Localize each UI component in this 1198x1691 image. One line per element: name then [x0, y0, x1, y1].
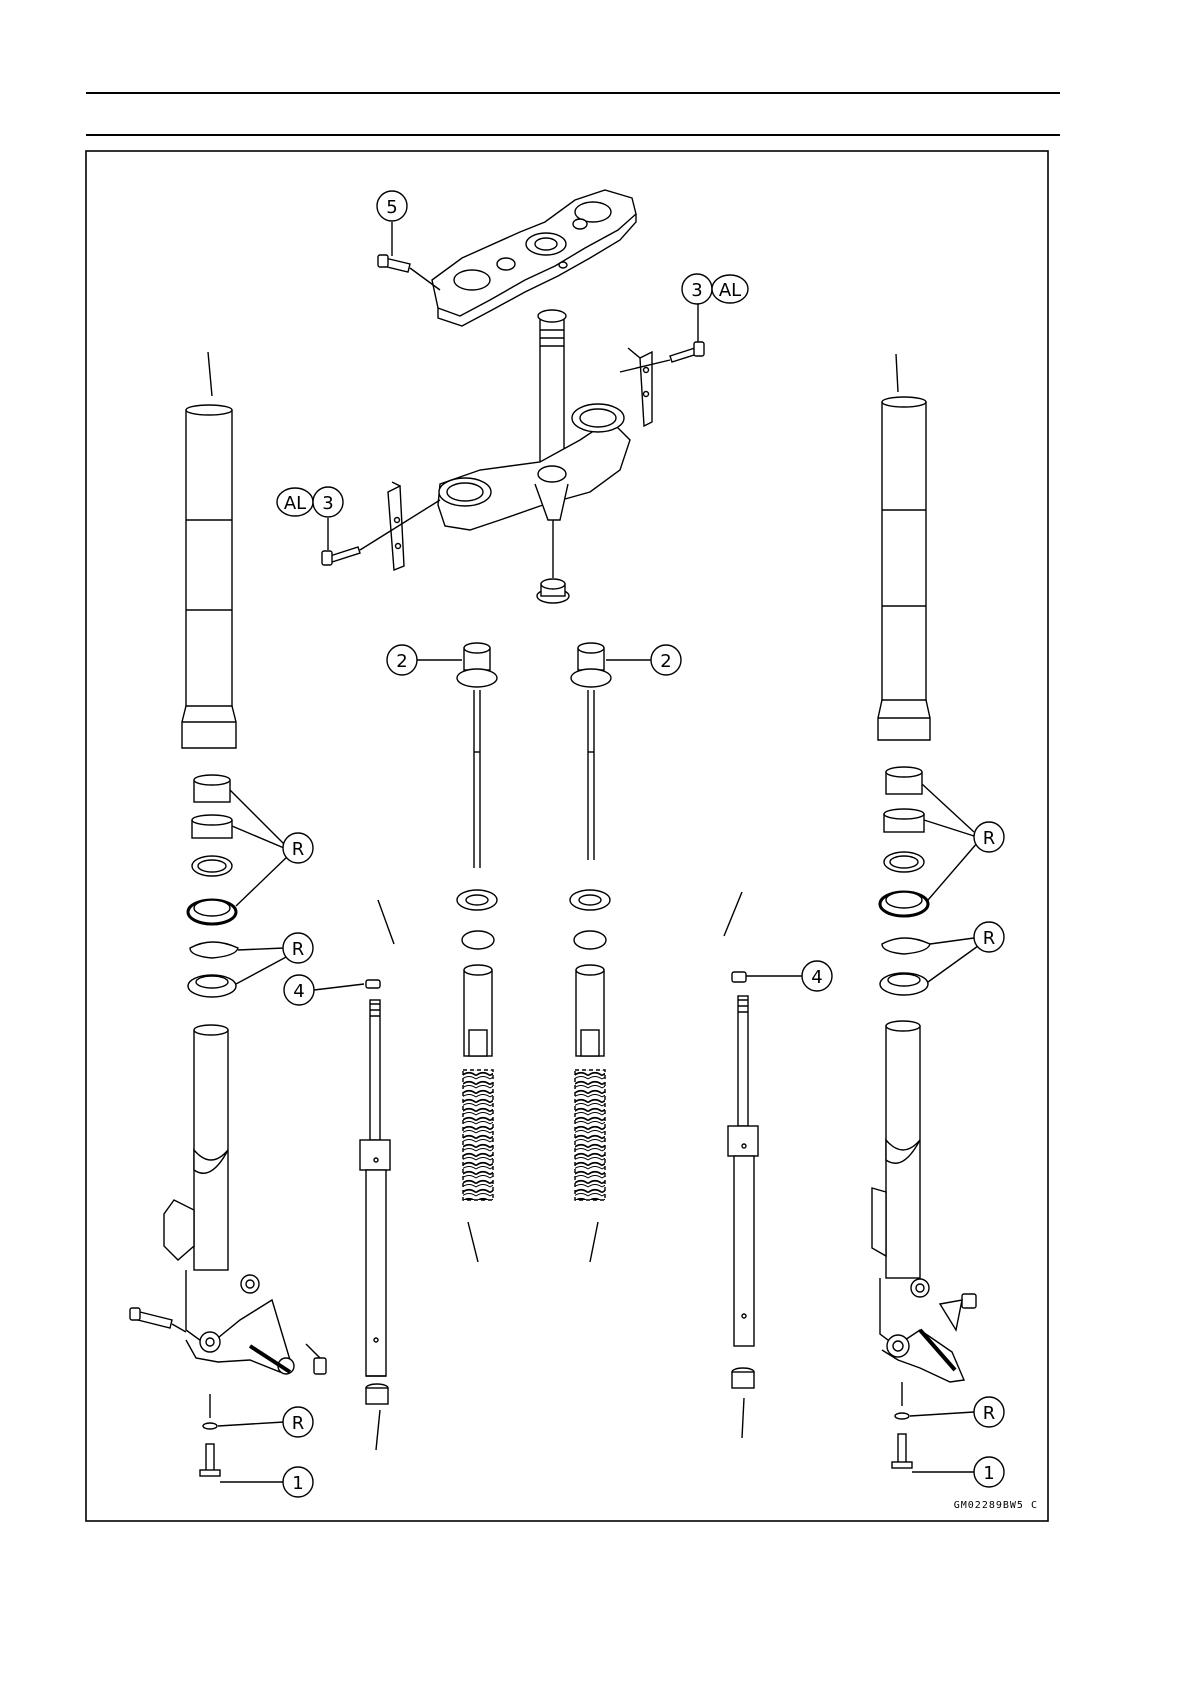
- bolt-5: [378, 255, 440, 290]
- gasket-and-bolt-1-left: [200, 1394, 220, 1476]
- svg-text:1: 1: [292, 1473, 303, 1494]
- svg-text:R: R: [292, 839, 305, 860]
- svg-text:AL: AL: [284, 493, 306, 514]
- svg-text:R: R: [292, 1413, 305, 1434]
- svg-text:R: R: [983, 928, 996, 949]
- callout-1-left: 1: [220, 1467, 313, 1497]
- upper-triple-clamp: [432, 190, 636, 326]
- callout-5: 5: [377, 191, 407, 256]
- cartridge-left: [360, 900, 394, 1450]
- figure-code: GM02289BW5 C: [954, 1500, 1038, 1511]
- callout-2-right: 2: [606, 645, 681, 675]
- svg-text:3: 3: [691, 280, 702, 301]
- callout-R-right-upper: R: [922, 784, 1004, 900]
- svg-text:1: 1: [983, 1463, 994, 1484]
- axle-clamp-screw-right: [940, 1294, 976, 1330]
- tube-leader-right: [896, 354, 898, 392]
- callout-3-left: AL 3: [277, 487, 343, 550]
- callout-R-left-lower: R: [218, 1407, 313, 1437]
- clip-and-dust-seal-right: [880, 938, 930, 995]
- callout-R-right-mid: R: [928, 922, 1004, 982]
- axle-bolt-left: [130, 1308, 186, 1332]
- callout-R-left-upper: R: [230, 790, 313, 906]
- stem-nut: [537, 520, 569, 603]
- callout-R-right-lower: R: [910, 1397, 1004, 1427]
- svg-text:R: R: [983, 1403, 996, 1424]
- bushings-left: [188, 775, 236, 924]
- callout-4-left: 4: [284, 975, 364, 1005]
- svg-text:R: R: [983, 828, 996, 849]
- svg-text:5: 5: [386, 197, 397, 218]
- clip-and-dust-seal-left: [188, 942, 238, 997]
- svg-text:3: 3: [322, 493, 333, 514]
- axle-clamp-screw-left: [306, 1344, 326, 1374]
- inner-tube-right: [878, 397, 930, 740]
- inner-tube-left: [182, 405, 236, 748]
- svg-text:2: 2: [396, 651, 407, 672]
- callout-4-right: 4: [746, 961, 832, 991]
- gasket-and-bolt-1-right: [892, 1382, 912, 1468]
- callout-1-right: 1: [912, 1457, 1004, 1487]
- fork-cap-left: [457, 643, 497, 1262]
- svg-text:AL: AL: [719, 280, 741, 301]
- tube-leader-left: [208, 352, 212, 396]
- lower-triple-clamp: [438, 404, 630, 530]
- cable-bracket-left: [388, 482, 404, 570]
- svg-text:R: R: [292, 939, 305, 960]
- outer-tube-left: [164, 1025, 294, 1374]
- svg-text:2: 2: [660, 651, 671, 672]
- svg-text:4: 4: [811, 967, 822, 988]
- callout-3-right: 3 AL: [682, 274, 748, 342]
- cable-bracket-right: [628, 348, 652, 426]
- svg-text:4: 4: [293, 981, 304, 1002]
- clamp-bolt-3-right: [620, 342, 704, 372]
- bushings-right: [880, 767, 928, 916]
- fork-cap-right: [570, 643, 611, 1262]
- callout-2-left: 2: [387, 645, 462, 675]
- outer-tube-right: [872, 1021, 964, 1382]
- cartridge-right: [724, 892, 758, 1438]
